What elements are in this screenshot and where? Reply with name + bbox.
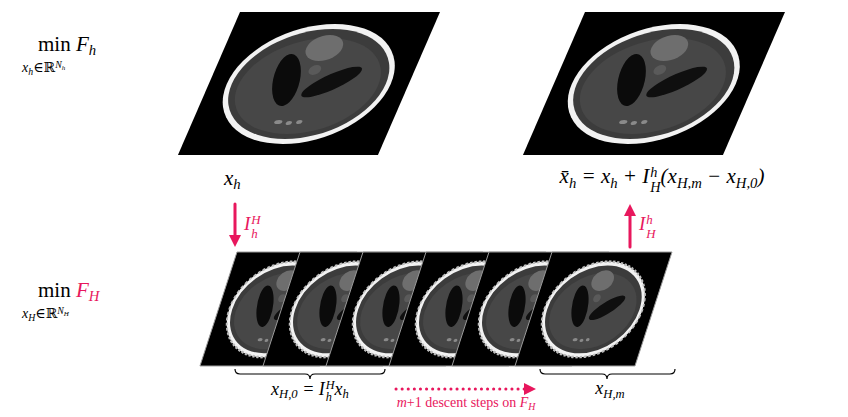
fine-image <box>178 12 440 155</box>
connector-arrow <box>624 204 636 247</box>
image-panel: xH,0 = IhHxh <box>228 249 392 402</box>
problem-label: min FH <box>38 278 99 302</box>
arrowhead <box>524 383 536 395</box>
connector-arrow <box>396 383 536 395</box>
connector-line <box>396 388 526 391</box>
coarse-image <box>515 252 672 366</box>
arrowhead <box>229 235 241 247</box>
connector-arrow <box>229 204 241 247</box>
problem-label: min Fh <box>38 32 96 56</box>
arrowhead <box>624 204 636 216</box>
variable-label: xH,m <box>595 378 624 399</box>
problem-label: xH∈ℝNH <box>22 306 69 322</box>
image-panel: x̄h = xh + IHh(xH,m − xH,0) <box>512 6 812 202</box>
connector-line <box>629 214 632 247</box>
variable-label: xH,0 = IhHxh <box>271 378 349 403</box>
variable-label: xh <box>224 166 241 190</box>
problem-label: xh∈ℝNh <box>22 60 65 76</box>
operator-label: IHh <box>639 212 656 238</box>
connector-line <box>234 204 237 237</box>
operator-label: IhH <box>244 212 261 238</box>
brace <box>540 369 675 379</box>
operator-label: m+1 descent steps on FH <box>397 395 536 411</box>
brace <box>235 369 385 379</box>
variable-label: x̄h = xh + IHh(xH,m − xH,0) <box>560 164 765 193</box>
image-panel: xH,m <box>540 249 680 402</box>
fine-image <box>523 12 785 155</box>
image-panel: xh <box>172 6 444 202</box>
